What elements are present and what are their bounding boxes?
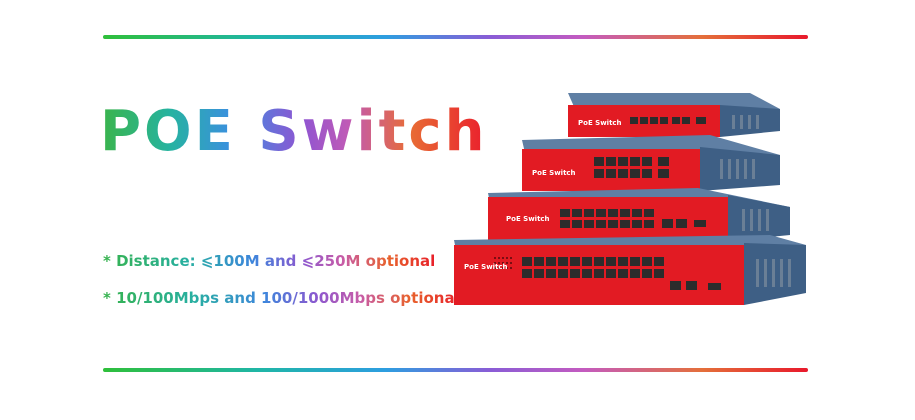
switch-label-1: PoE Switch xyxy=(578,119,622,127)
switch-unit-2: PoE Switch xyxy=(522,135,780,191)
top-divider xyxy=(103,35,808,39)
switch-label-2: PoE Switch xyxy=(532,169,576,177)
feature-distance: * Distance: ⩽100M and ⩽250M optional xyxy=(103,252,436,270)
switch-label-3: PoE Switch xyxy=(506,215,550,223)
feature-speed: * 10/100Mbps and 100/1000Mbps optional xyxy=(103,289,460,307)
product-image: PoE Switch PoE Switch PoE Switch xyxy=(454,93,806,305)
bottom-divider xyxy=(103,368,808,372)
switch-unit-1: PoE Switch xyxy=(568,93,780,137)
page-title: POE Switch xyxy=(100,99,488,164)
switch-unit-4: PoE Switch xyxy=(454,235,806,305)
switch-label-4: PoE Switch xyxy=(464,263,508,271)
switch-unit-3: PoE Switch xyxy=(488,188,790,241)
